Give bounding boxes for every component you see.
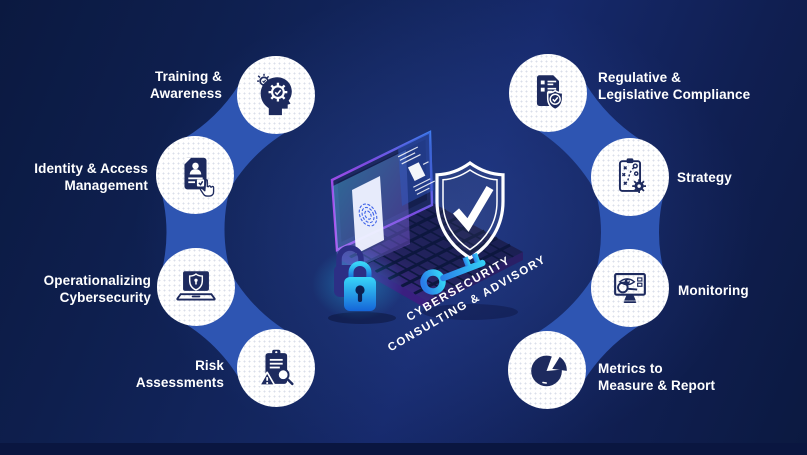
- identity-access-management-icon: [184, 157, 215, 197]
- label-line: Operationalizing: [43, 273, 151, 288]
- label-line: Cybersecurity: [59, 290, 151, 305]
- label-line: Monitoring: [678, 283, 749, 298]
- fingerprint-panel: [352, 176, 384, 254]
- node-operationalizing: [157, 248, 235, 326]
- eye-icon: [618, 278, 636, 286]
- node-training-awareness: [237, 56, 315, 134]
- label-line: Assessments: [135, 375, 224, 390]
- label-line: Legislative Compliance: [598, 87, 751, 102]
- node-regulative-compliance: [509, 54, 587, 132]
- label-strategy: Strategy: [677, 169, 732, 186]
- glass-panel: [333, 150, 410, 276]
- bottom-bar: [0, 443, 807, 455]
- label-line: Identity & Access: [34, 161, 148, 176]
- regulative-legislative-compliance-icon: [536, 74, 564, 111]
- label-monitoring: Monitoring: [678, 282, 749, 299]
- lightbulb-icon: [257, 73, 270, 89]
- node-monitoring: [591, 249, 669, 327]
- label-regulative-compliance: Regulative & Legislative Compliance: [598, 69, 750, 103]
- label-line: Regulative &: [598, 70, 681, 85]
- label-line: Awareness: [150, 86, 222, 101]
- magnifier-icon: [617, 281, 638, 294]
- label-line: Strategy: [677, 170, 732, 185]
- node-strategy: [591, 138, 669, 216]
- training-awareness-icon: [257, 73, 292, 116]
- shield-check-icon: [435, 161, 505, 260]
- label-operationalizing: Operationalizing Cybersecurity: [44, 272, 151, 306]
- node-identity-access: [156, 136, 234, 214]
- code-panel: [397, 132, 436, 206]
- node-risk-assessments: [237, 329, 315, 407]
- label-identity-access: Identity & Access Management: [34, 160, 148, 194]
- label-line: Metrics to: [598, 361, 663, 376]
- click-hand-icon: [199, 179, 215, 197]
- metrics-measure-report-icon: [531, 354, 567, 387]
- padlock-icon: [312, 245, 404, 320]
- operationalizing-cybersecurity-icon: [176, 271, 216, 301]
- label-line: Training &: [154, 69, 222, 84]
- label-risk-assessments: Risk Assessments: [136, 357, 224, 391]
- label-metrics-report: Metrics to Measure & Report: [598, 360, 715, 394]
- monitoring-icon: [614, 273, 646, 303]
- label-line: Risk: [195, 358, 224, 373]
- risk-assessments-icon: [258, 349, 294, 387]
- node-metrics-report: [508, 331, 586, 409]
- magnifier-icon: [276, 368, 294, 386]
- label-line: Management: [64, 178, 148, 193]
- strategy-icon: [618, 158, 647, 194]
- label-line: Measure & Report: [598, 378, 716, 393]
- label-training-awareness: Training & Awareness: [150, 68, 222, 102]
